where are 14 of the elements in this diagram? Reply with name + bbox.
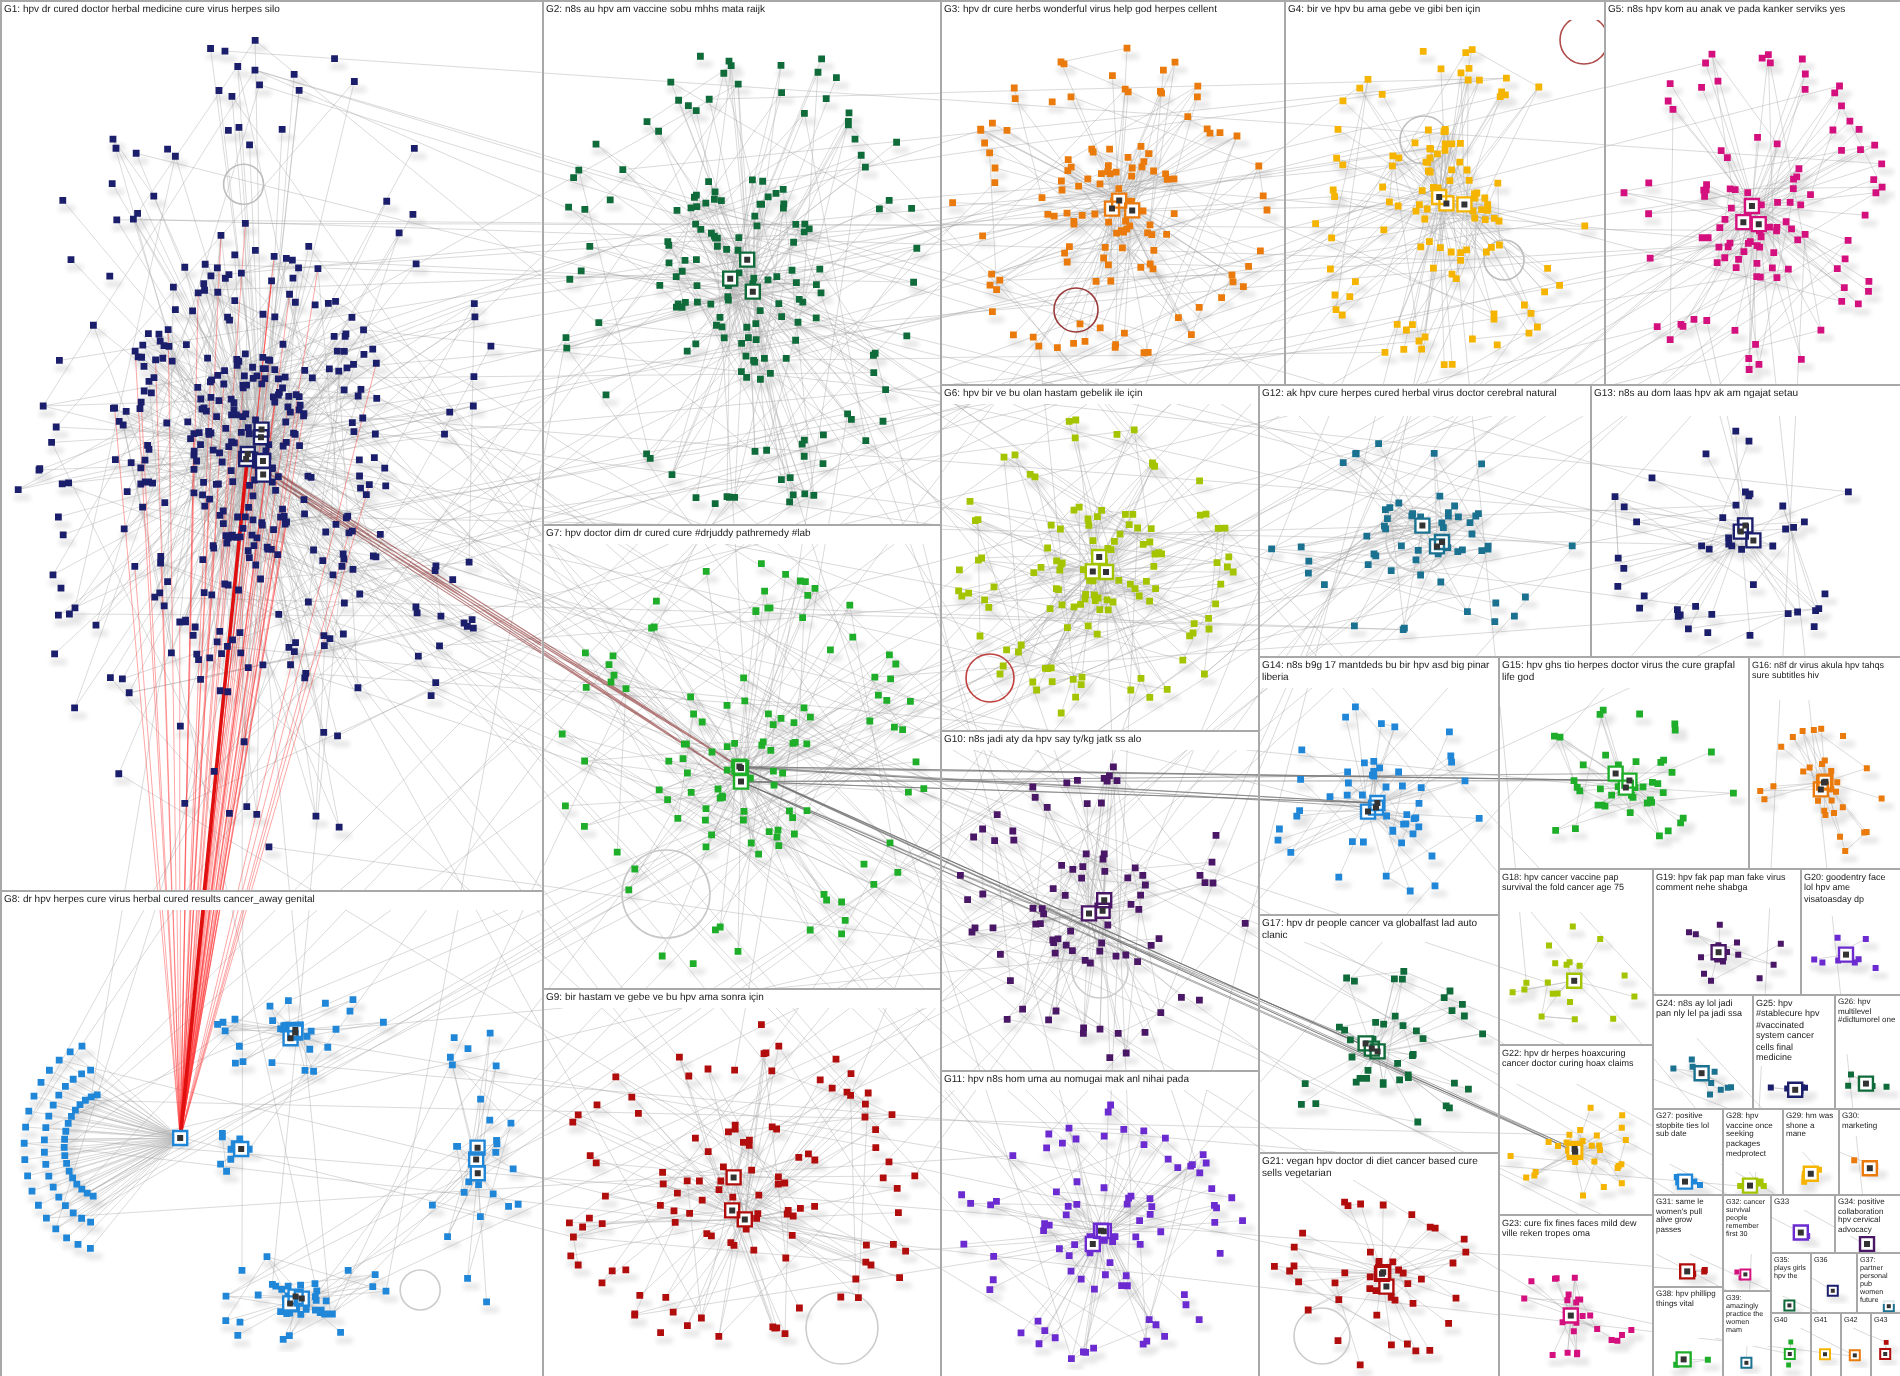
group-panel bbox=[1722, 1290, 1772, 1376]
group-panel bbox=[1652, 994, 1754, 1110]
group-panel bbox=[1770, 1312, 1812, 1376]
group-panel bbox=[1652, 1286, 1724, 1376]
group-panel bbox=[1834, 994, 1900, 1110]
group-panel bbox=[1856, 1252, 1900, 1314]
group-panel bbox=[1748, 656, 1900, 870]
group-panel bbox=[1498, 868, 1654, 1046]
group-panel bbox=[1722, 1194, 1772, 1292]
group-panel bbox=[1652, 1194, 1724, 1288]
group-panel bbox=[1498, 1044, 1654, 1216]
group-panel bbox=[1770, 1252, 1812, 1314]
group-panel bbox=[1652, 1108, 1724, 1196]
group-panel bbox=[1498, 656, 1750, 870]
